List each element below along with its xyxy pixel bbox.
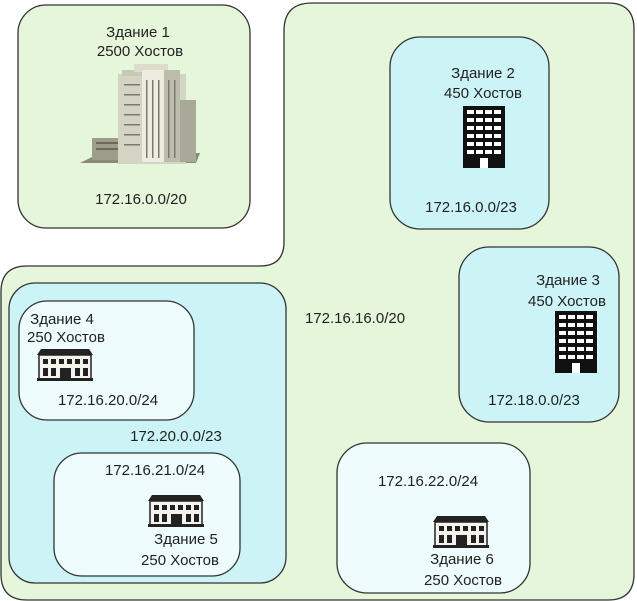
building1-hosts: 2500 Хостов bbox=[97, 43, 183, 60]
building3-name: Здание 3 bbox=[536, 272, 600, 289]
building2-subnet: 172.16.0.0/23 bbox=[425, 199, 517, 216]
building3-region bbox=[458, 246, 620, 423]
group45-subnet: 172.20.0.0/23 bbox=[130, 428, 222, 445]
building4-subnet: 172.16.20.0/24 bbox=[58, 392, 158, 409]
low-building-icon bbox=[147, 494, 205, 528]
building4-region bbox=[18, 300, 195, 421]
skyscraper-icon bbox=[80, 64, 200, 164]
building5-region bbox=[53, 452, 241, 577]
building4-hosts: 250 Хостов bbox=[27, 329, 105, 346]
building1-name: Здание 1 bbox=[106, 24, 170, 41]
main-region-subnet: 172.16.16.0/20 bbox=[305, 310, 405, 327]
building2-name: Здание 2 bbox=[451, 65, 515, 82]
tower-building-icon bbox=[463, 106, 505, 168]
low-building-icon bbox=[36, 348, 94, 382]
building5-subnet: 172.16.21.0/24 bbox=[105, 462, 205, 479]
building2-hosts: 450 Хостов bbox=[444, 85, 522, 102]
building6-name: Здание 6 bbox=[430, 551, 494, 568]
building5-hosts: 250 Хостов bbox=[141, 552, 219, 569]
building6-region bbox=[336, 442, 531, 594]
building6-hosts: 250 Хостов bbox=[424, 572, 502, 589]
low-building-icon bbox=[432, 515, 490, 549]
building3-subnet: 172.18.0.0/23 bbox=[488, 392, 580, 409]
building6-subnet: 172.16.22.0/24 bbox=[378, 473, 478, 490]
building3-hosts: 450 Хостов bbox=[528, 293, 606, 310]
building5-name: Здание 5 bbox=[154, 531, 218, 548]
tower-building-icon bbox=[555, 311, 597, 373]
building4-name: Здание 4 bbox=[30, 311, 94, 328]
building1-subnet: 172.16.0.0/20 bbox=[95, 191, 187, 208]
